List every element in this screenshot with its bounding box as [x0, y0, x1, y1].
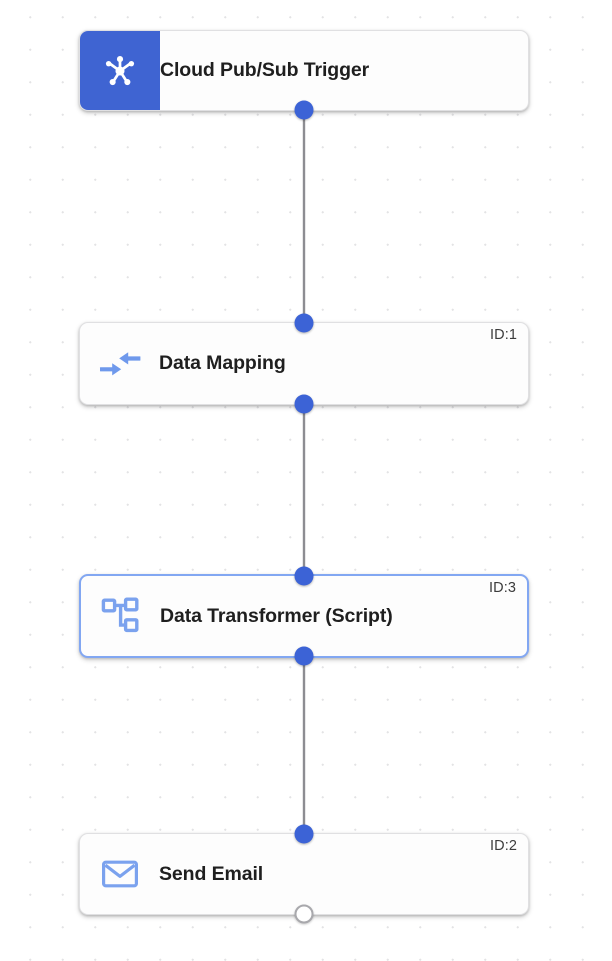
- node-title: Data Mapping: [159, 352, 286, 374]
- node-input-port[interactable]: [294, 566, 314, 586]
- node-body: Send Email: [80, 834, 528, 914]
- envelope-icon: [101, 860, 138, 888]
- cloud-pubsub-icon: [105, 55, 135, 85]
- node-output-port[interactable]: [294, 394, 314, 414]
- node-title: Data Transformer (Script): [160, 604, 393, 627]
- node-input-port[interactable]: [294, 313, 314, 333]
- node-body: Data Transformer (Script): [81, 576, 527, 656]
- node-title: Send Email: [159, 862, 264, 885]
- node-input-port[interactable]: [294, 824, 314, 844]
- node-id-label: ID:2: [490, 838, 517, 854]
- account-tree-icon: [101, 597, 139, 633]
- node-output-port[interactable]: [294, 100, 314, 120]
- node-output-port[interactable]: [294, 904, 314, 924]
- node-body: Cloud Pub/Sub Trigger: [80, 31, 528, 110]
- workflow-node[interactable]: Data Mapping ID:1: [79, 313, 529, 414]
- node-body: Data Mapping: [80, 323, 528, 404]
- data-mapping-arrows-icon: [99, 351, 140, 375]
- node-id-label: ID:1: [490, 327, 517, 343]
- workflow-node[interactable]: Send Email ID:2: [79, 824, 529, 924]
- node-icon-container: [80, 31, 160, 110]
- node-icon-container: [80, 834, 159, 914]
- node-icon-container: [80, 323, 159, 404]
- node-output-port[interactable]: [294, 646, 314, 666]
- node-icon-container: [81, 576, 160, 656]
- node-id-label: ID:3: [489, 580, 516, 596]
- node-title: Cloud Pub/Sub Trigger: [160, 59, 370, 81]
- workflow-node[interactable]: Data Transformer (Script) ID:3: [79, 566, 529, 666]
- workflow-node[interactable]: Cloud Pub/Sub Trigger: [79, 30, 529, 120]
